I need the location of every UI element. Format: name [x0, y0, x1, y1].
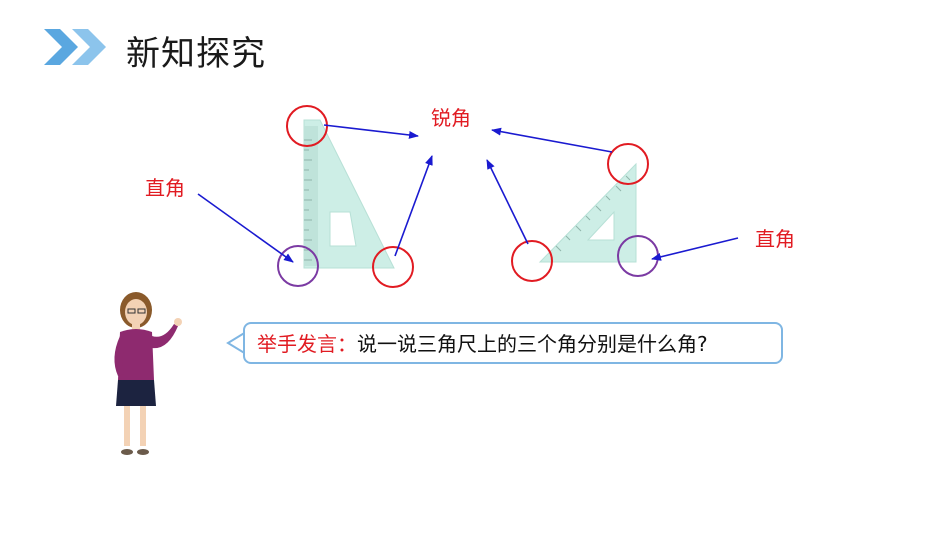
- prompt-line: 举手发言：说一说三角尺上的三个角分别是什么角?: [257, 332, 708, 356]
- acute-angle-label: 锐角: [431, 106, 471, 130]
- double-chevron-icon: [44, 29, 106, 65]
- speech-bubble: 举手发言：说一说三角尺上的三个角分别是什么角?: [243, 322, 783, 364]
- prompt-question: 说一说三角尺上的三个角分别是什么角?: [357, 332, 708, 356]
- right-angle-circle-left: [277, 245, 319, 287]
- arrow-to-right-angle-left: [197, 193, 294, 263]
- right-set-square: [538, 162, 637, 263]
- prompt-label: 举手发言：: [257, 332, 357, 356]
- left-set-square: [303, 119, 395, 269]
- right-angle-label-right: 直角: [755, 227, 795, 251]
- acute-angle-circle-top-right: [607, 143, 649, 185]
- teacher-figure: [114, 292, 182, 455]
- page-title: 新知探究: [126, 34, 266, 74]
- arrow-bottom-left-to-acute: [394, 155, 433, 257]
- arrow-bottom-right-to-acute: [486, 159, 529, 245]
- acute-angle-circle-bottom-left: [372, 246, 414, 288]
- arrow-to-right-angle-right: [651, 237, 739, 261]
- arrow-top-left-to-acute: [323, 124, 419, 139]
- right-angle-label-left: 直角: [145, 176, 185, 200]
- arrow-top-right-to-acute: [491, 127, 613, 153]
- acute-angle-circle-bottom-right: [511, 240, 553, 282]
